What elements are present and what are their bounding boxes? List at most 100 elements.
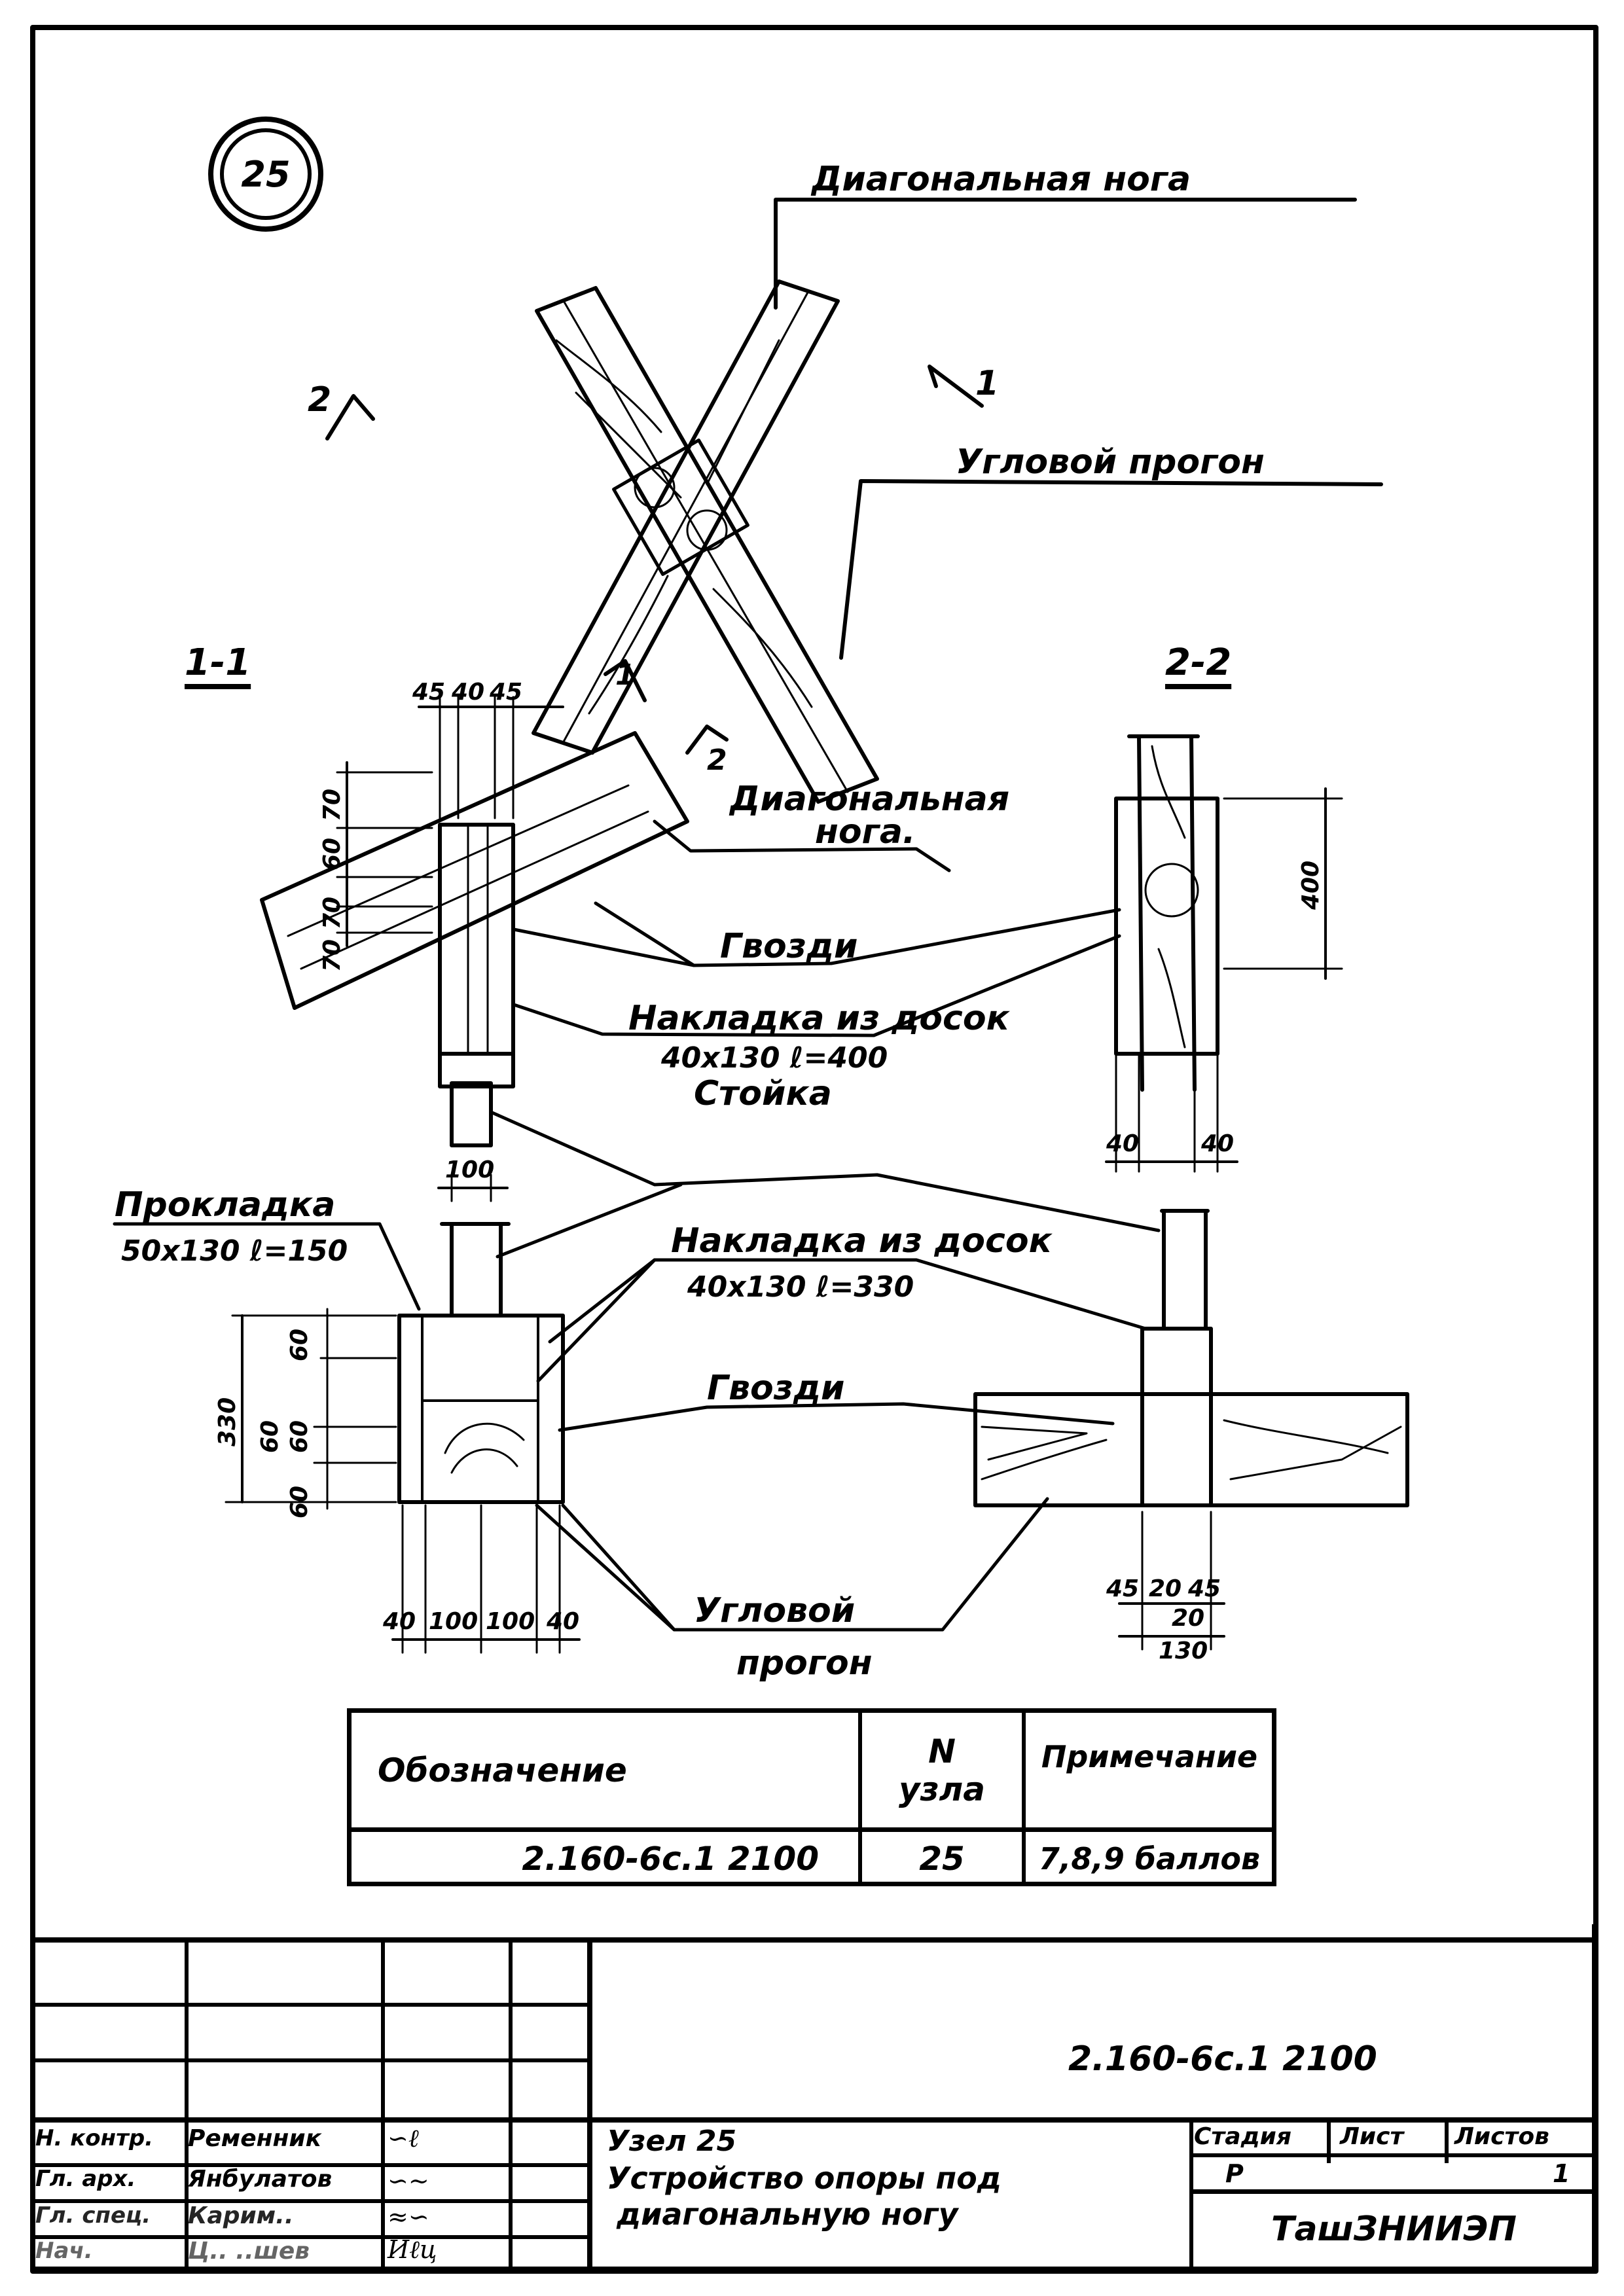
leader-post xyxy=(490,1111,1161,1232)
leader-diag-leg-2-2 xyxy=(916,849,1116,851)
tb-document-code: 2.160-6с.1 2100 xyxy=(1068,2039,1377,2079)
callout-nails-lower: Гвозди xyxy=(707,1369,845,1408)
callout-spacer-title: Прокладка xyxy=(115,1185,336,1225)
section-2-2-title: 2-2 xyxy=(1165,641,1232,684)
node-number: 25 xyxy=(220,128,312,220)
plan-section-mark-2 xyxy=(325,394,375,440)
tb-col-line xyxy=(381,1937,385,2268)
dim-lower-bottom-4: 40 xyxy=(547,1608,580,1635)
tb-right-line xyxy=(1592,1924,1597,2268)
callout-overlay-lower-title: Накладка из досок xyxy=(671,1221,1052,1261)
tb-row-line xyxy=(1189,2189,1595,2194)
spec-cell-designation: 2.160-6с.1 2100 xyxy=(352,1832,862,1886)
dim-2-2-bottom-1: 40 xyxy=(1106,1130,1140,1157)
tb-name: Янбулатов xyxy=(188,2166,333,2193)
tb-col-line xyxy=(1327,2117,1331,2163)
tb-role: Гл. арх. xyxy=(35,2166,136,2192)
spec-header-designation: Обозначение xyxy=(352,1713,862,1827)
dim-2-2-lower-3: 45 xyxy=(1188,1575,1221,1602)
section-1-1-mark-2 xyxy=(685,725,729,755)
tb-sheets-header: Листов xyxy=(1454,2123,1549,2150)
tb-row-line xyxy=(34,2235,590,2239)
plan-section-mark-2-label: 2 xyxy=(308,380,332,420)
dim-2-2-bottom-2: 40 xyxy=(1201,1130,1235,1157)
dim-left-4: 70 xyxy=(319,939,346,972)
label-corner-purlin: Угловой прогон xyxy=(956,442,1265,482)
tb-title-line2: Устройство опоры под xyxy=(607,2161,1001,2196)
spec-table-divider xyxy=(352,1827,1272,1832)
tb-row-line xyxy=(34,2117,1595,2123)
section-1-1-title: 1-1 xyxy=(185,641,251,684)
label-diagonal-leg: Диагональная нога xyxy=(812,160,1191,199)
tb-row-line xyxy=(34,2199,590,2203)
tb-stage-value: Р xyxy=(1225,2159,1244,2188)
dim-left-2: 60 xyxy=(319,837,346,870)
tb-row-line xyxy=(34,2003,590,2007)
tb-organization: ТашЗНИИЭП xyxy=(1271,2210,1517,2249)
dim-2-2-lower-total: 130 xyxy=(1159,1638,1208,1664)
tb-role: Нач. xyxy=(35,2238,93,2264)
dim-2-2-lower-1: 45 xyxy=(1106,1575,1140,1602)
tb-stage-header: Стадия xyxy=(1194,2123,1291,2150)
callout-diagonal-leg-1: Диагональная xyxy=(730,780,1010,819)
post-section xyxy=(450,1081,493,1147)
signature-icon: ∽∼ xyxy=(388,2166,429,2195)
plan-beam-purlin xyxy=(532,279,840,755)
callout-overlay-lower-size: 40x130 ℓ=330 xyxy=(687,1270,914,1304)
section-2-2-lower xyxy=(973,1209,1409,1651)
leader-nails-upper xyxy=(512,908,1121,967)
callout-overlay-upper-title: Накладка из досок xyxy=(628,999,1009,1038)
callout-post: Стойка xyxy=(694,1074,832,1113)
tb-sheet-header: Лист xyxy=(1340,2123,1404,2150)
leader-corner-purlin xyxy=(839,479,1383,660)
section-1-1-upper xyxy=(260,696,689,1088)
tb-role: Н. контр. xyxy=(35,2125,154,2151)
leader-overlay-lower xyxy=(548,1258,1147,1344)
leader-diagonal-leg xyxy=(774,198,1357,310)
tb-row-line xyxy=(1189,2153,1595,2157)
spec-cell-node-number: 25 xyxy=(862,1832,1026,1886)
dim-lower-left-4: 60 xyxy=(286,1485,313,1518)
leader-corner-purlin-lower xyxy=(561,1497,1049,1632)
spec-cell-note: 7,8,9 баллов xyxy=(1038,1841,1261,1876)
dim-lower-left-2: 60 xyxy=(286,1420,313,1453)
signature-icon: ∽ℓ xyxy=(388,2124,419,2153)
tb-bottom-line xyxy=(34,2267,1595,2272)
tb-name: Ременник xyxy=(188,2125,322,2152)
callout-corner-purlin-2: прогон xyxy=(736,1643,873,1683)
tb-col-line xyxy=(509,1937,513,2268)
tb-col-line xyxy=(185,1937,189,2268)
tb-role: Гл. спец. xyxy=(35,2202,151,2229)
plan-connection xyxy=(612,439,749,576)
dim-left-1: 70 xyxy=(319,788,346,821)
tb-title-line1: Узел 25 xyxy=(607,2125,737,2158)
leader-nails-lower xyxy=(558,1402,1115,1432)
dim-lower-bottom-1: 40 xyxy=(383,1608,416,1635)
spec-table: Обозначение N узла Примечание 2.160-6с.1… xyxy=(347,1708,1276,1886)
section-1-1-lower xyxy=(225,1222,581,1654)
callout-corner-purlin-1: Угловой xyxy=(694,1591,856,1630)
section-1-1-mark-2-label: 2 xyxy=(707,744,727,777)
leader-overlay-upper xyxy=(512,934,1121,1037)
dim-post-width: 100 xyxy=(445,1157,495,1183)
dim-2-2-lower-2: 20 xyxy=(1149,1575,1182,1602)
signature-icon: Иℓц xyxy=(388,2235,437,2264)
dim-lower-left-3: 60 xyxy=(257,1420,283,1453)
plan-section-mark-1 xyxy=(928,365,984,408)
tb-col-line xyxy=(1445,2117,1449,2163)
leader-spacer xyxy=(113,1222,421,1311)
dim-left-3: 70 xyxy=(319,896,346,929)
tb-row-line xyxy=(34,2163,590,2167)
leader-diag-leg-1-1 xyxy=(653,819,951,872)
dim-top-2: 40 xyxy=(452,679,485,706)
dim-2-2-lower-mid: 20 xyxy=(1172,1605,1205,1632)
title-block: 2.160-6с.1 2100 Н. контр. Ременник Гл. а… xyxy=(34,1924,1605,2272)
tb-top-line xyxy=(34,1937,1595,1943)
section-1-1-mark-1-label: 1 xyxy=(615,658,636,692)
tb-name: Карим.. xyxy=(188,2202,294,2229)
sheet-frame xyxy=(30,25,1598,2274)
node-number-badge: 25 xyxy=(208,117,323,232)
callout-spacer-size: 50x130 ℓ=150 xyxy=(121,1234,348,1268)
dim-top-3: 45 xyxy=(490,679,523,706)
